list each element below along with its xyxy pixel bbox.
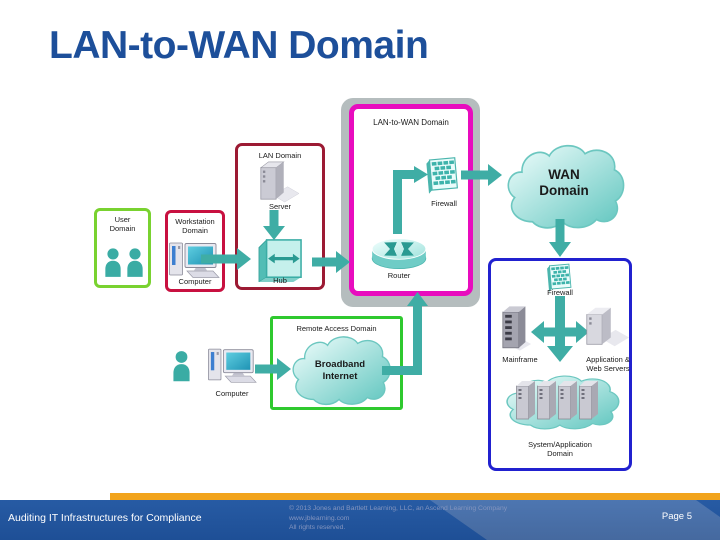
server-label: Server — [268, 202, 292, 211]
lan-domain-label: LAN Domain — [258, 151, 302, 160]
copyright-line-1: © 2013 Jones and Bartlett Learning, LLC,… — [289, 505, 508, 512]
arrow-router-to-firewall — [391, 166, 428, 234]
arrow-server-to-hub — [263, 210, 285, 240]
footer-highlight — [430, 500, 720, 540]
server-icon — [256, 161, 300, 203]
accent-bar — [110, 493, 720, 500]
footer — [0, 500, 720, 540]
page-number: Page 5 — [661, 511, 692, 522]
system-application-domain-box: Firewall Mainframe — [488, 258, 632, 471]
page-title: LAN-to-WAN Domain — [49, 24, 429, 67]
remote-access-domain-box: Remote Access Domain Broadband Internet — [270, 316, 403, 410]
mainframe-label: Mainframe — [502, 355, 538, 364]
remote-user-icon — [172, 350, 191, 382]
arrow-computer-to-remote — [255, 358, 291, 380]
users-icon — [104, 248, 144, 277]
footer-course-title: Auditing IT Infrastructures for Complian… — [8, 512, 202, 524]
lan-to-wan-domain-box: LAN-to-WAN Domain Firewall — [349, 104, 473, 296]
firewall-label: Firewall — [547, 288, 573, 297]
lan-domain-box: LAN Domain Server Hub — [235, 143, 325, 290]
system-application-domain-label: System/Application Domain — [528, 440, 592, 459]
copyright-line-3: All rights reserved. — [289, 524, 346, 532]
firewall-icon — [545, 262, 574, 292]
remote-access-domain-label: Remote Access Domain — [296, 324, 377, 333]
arrow-broadband-to-lanwan — [382, 292, 428, 376]
firewall-label: Firewall — [431, 199, 457, 208]
mainframe-icon — [500, 304, 532, 354]
lan-to-wan-domain-label: LAN-to-WAN Domain — [373, 118, 449, 127]
arrow-firewall-to-wan — [461, 164, 502, 186]
arrow-wan-to-system — [549, 219, 571, 257]
user-domain-label: User Domain — [109, 215, 136, 234]
firewall-icon — [424, 155, 461, 194]
broadband-internet-label: Broadband Internet — [314, 359, 366, 382]
server-farm-icons — [515, 379, 600, 421]
footer-copyright: © 2013 Jones and Bartlett Learning, LLC,… — [289, 504, 507, 533]
wan-domain-label: WAN Domain — [539, 167, 589, 199]
broadband-internet-cloud — [287, 333, 393, 407]
router-label: Router — [387, 271, 411, 280]
computer-label: Computer — [178, 276, 212, 286]
user-domain-box: User Domain — [94, 208, 151, 288]
app-web-servers-icon — [582, 304, 630, 350]
remote-computer-icon — [208, 346, 258, 385]
arrow-firewall-down — [547, 296, 573, 362]
copyright-line-2: www.jblearning.com — [289, 514, 350, 522]
wan-domain-cloud — [501, 141, 627, 231]
arrow-workstation-to-lan — [201, 248, 251, 270]
workstation-domain-label: Workstation Domain — [175, 217, 215, 236]
app-web-servers-label: Application & Web Servers — [586, 355, 630, 374]
hub-label: Hub — [273, 275, 287, 285]
hub-icon — [257, 238, 303, 282]
remote-computer-label: Computer — [215, 389, 249, 398]
router-icon — [370, 236, 428, 270]
arrow-hub-to-lanwan — [312, 251, 350, 273]
